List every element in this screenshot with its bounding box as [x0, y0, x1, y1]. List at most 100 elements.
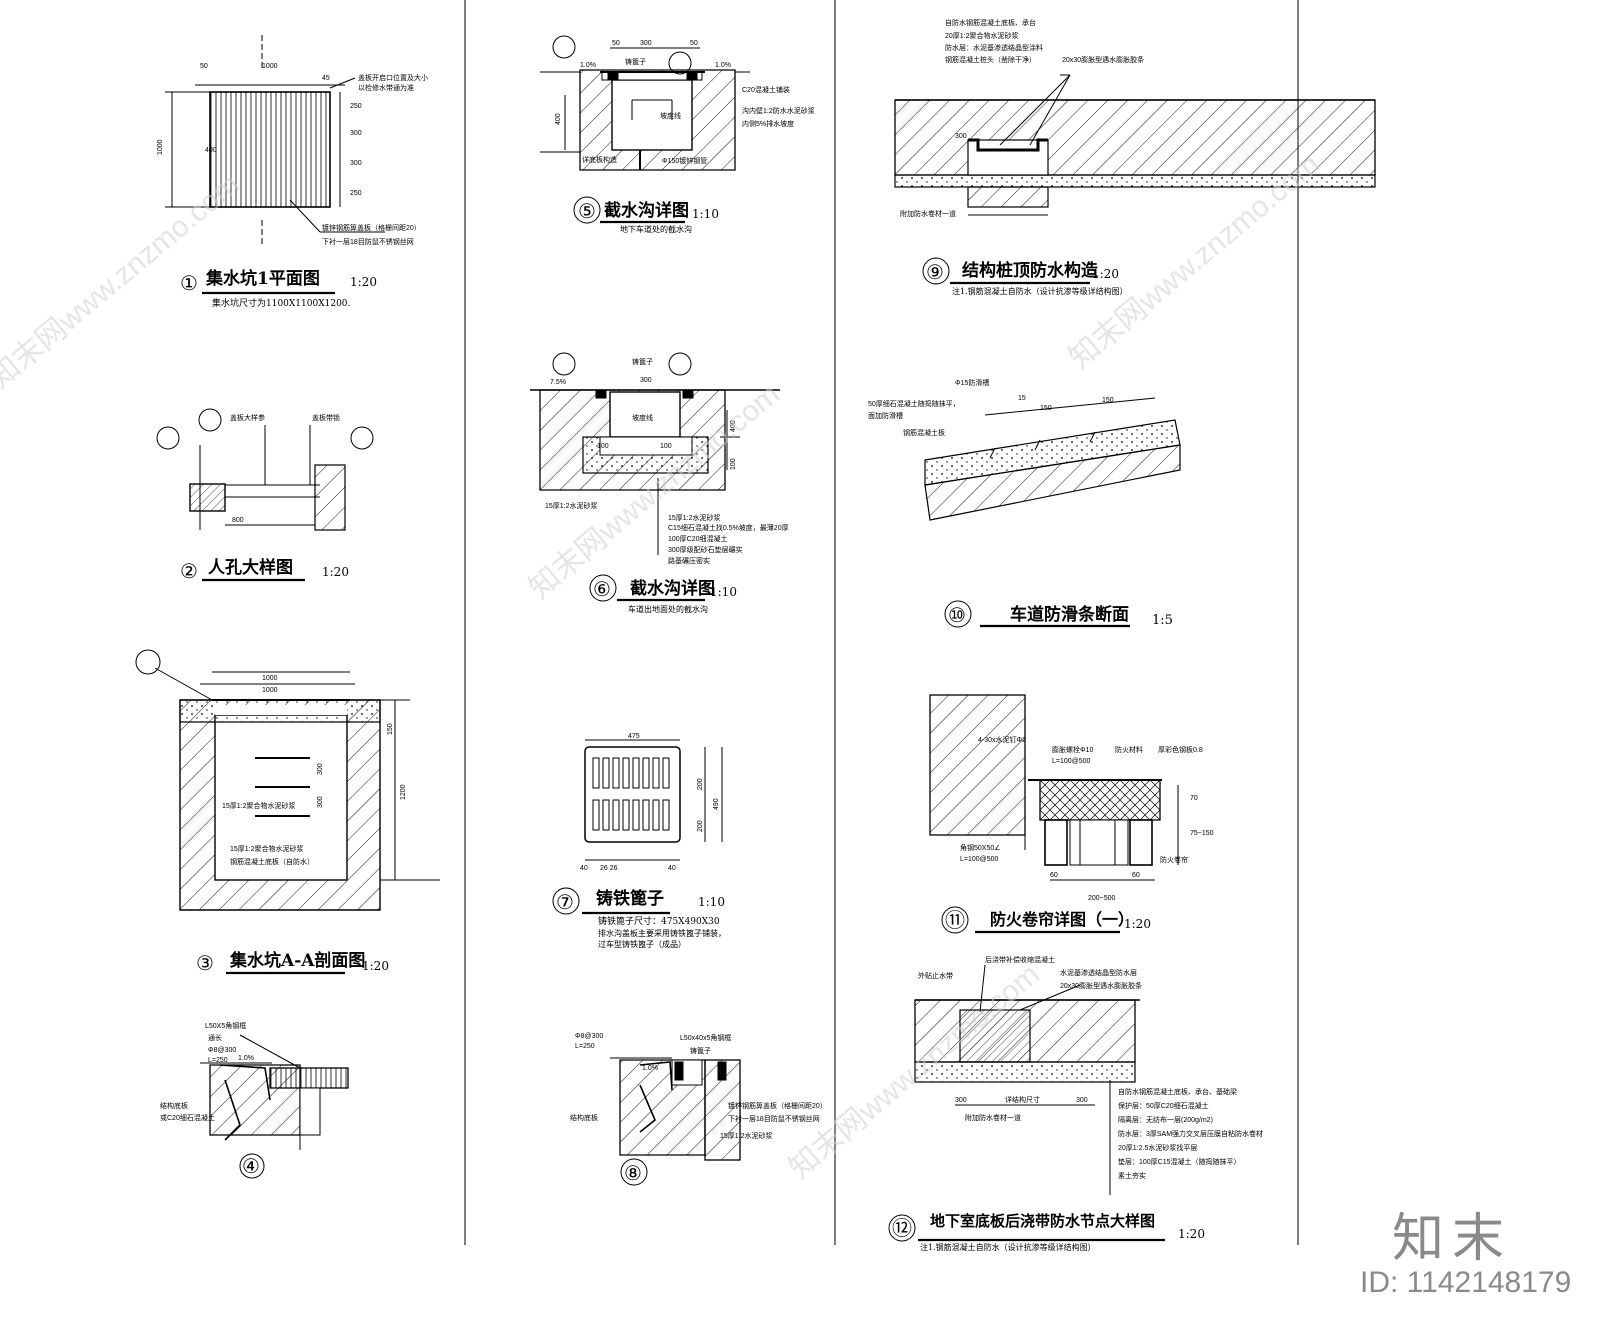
detail-3-section [135, 649, 440, 911]
annotation: 外贴止水带 [918, 971, 953, 980]
annotation: 通长 [208, 1033, 222, 1042]
dim-label: 250 [350, 190, 362, 197]
annotation: 20厚1:2.5水泥砂浆找平层 [1118, 1143, 1197, 1152]
annotation: 镀锌钢筋箅盖板（格栅间距20） [322, 223, 421, 232]
dim-label: 50 [200, 63, 208, 70]
detail-1-scale: 1:20 [350, 275, 377, 289]
detail-7-note: 铸铁篦子尺寸：475X490X30 [598, 915, 720, 927]
annotation: 1.0% [715, 62, 731, 69]
annotation: 盖板大样参 [230, 413, 265, 422]
detail-5-number: ⑤ [578, 199, 596, 223]
dim-label: 300 [317, 796, 324, 808]
dim-label: 150 [1102, 397, 1114, 404]
detail-1-note: 集水坑尺寸为1100X1100X1200. [212, 297, 351, 309]
annotation: 50厚细石混凝土随捣随抹平， [868, 399, 960, 408]
detail-12-number: ⑫ [892, 1216, 912, 1240]
detail-8 [610, 1057, 741, 1186]
detail-2-title: 人孔大样图 [208, 557, 293, 578]
watermark-logo: 知末 [1392, 1209, 1513, 1269]
annotation: 7.5% [550, 379, 566, 386]
detail-10 [924, 397, 1181, 628]
annotation: 铸篦子 [632, 357, 653, 366]
dim-label: 1000 [262, 675, 278, 682]
annotation: 或C20细石混凝土 [160, 1113, 215, 1122]
annotation: 后浇带补偿收缩混凝土 [985, 955, 1055, 964]
annotation: 300厚级配砂石垫层碾实 [668, 545, 743, 554]
dim-label: 26 26 [600, 865, 618, 872]
detail-12-scale: 1:20 [1178, 1227, 1205, 1241]
dim-label: 40 [668, 865, 676, 872]
annotation: 20厚1:2聚合物水泥砂浆 [945, 31, 1019, 40]
dim-label: 50 [612, 40, 620, 47]
annotation: 下衬一层18目防鼠不锈钢丝网 [728, 1114, 820, 1123]
detail-4 [200, 1034, 349, 1179]
annotation: 1.0% [238, 1055, 254, 1062]
dim-label: 300 [640, 377, 652, 384]
annotation: 防水层：3厚SAM强力交叉层压膜自粘防水卷材 [1118, 1129, 1263, 1138]
detail-10-title: 车道防滑条断面 [1010, 604, 1129, 625]
dim-label: 250 [350, 103, 362, 110]
detail-3-title: 集水坑A-A剖面图 [229, 950, 365, 971]
annotation: 15厚1:2水泥砂浆 [720, 1131, 773, 1140]
annotation: 隔离层：无纺布一层(200g/m2) [1118, 1115, 1213, 1124]
dim-label: 300 [955, 1097, 967, 1104]
annotation: 4-30x水泥钉Φ2 [978, 735, 1026, 744]
detail-9 [894, 74, 1376, 285]
annotation: 20x30膨胀型遇水膨胀胶条 [1062, 55, 1144, 64]
annotation: C20混凝土铺装 [742, 85, 790, 94]
annotation: 结构底板 [160, 1101, 188, 1110]
detail-12 [888, 964, 1140, 1242]
annotation: 水泥基渗透结晶型防水层 [1060, 968, 1137, 977]
annotation: L50x40x5角钢框 [680, 1033, 731, 1042]
annotation: Φ8@300 [208, 1047, 236, 1054]
annotation: 详底板构造 [582, 155, 617, 164]
detail-5-note: 地下车道处的截水沟 [620, 224, 692, 234]
dim-label: 200 [697, 820, 704, 832]
detail-10-scale: 1:5 [1152, 613, 1173, 628]
detail-7-note-3: 过车型铸铁篦子（成品） [598, 939, 686, 949]
annotation: L=250 [575, 1043, 595, 1050]
annotation: L=250 [208, 1057, 228, 1064]
dim-label: 400 [730, 420, 737, 432]
annotation: 防水层：水泥基渗透结晶型涂料 [945, 43, 1043, 52]
annotation: 铸篦子 [690, 1046, 711, 1055]
annotation: 角钢50X50∠ [960, 843, 1001, 852]
detail-3-scale: 1:20 [362, 959, 389, 973]
dim-label: 1000 [262, 687, 278, 694]
detail-9-scale: 1:20 [1092, 267, 1119, 281]
dim-label: 100 [660, 443, 672, 450]
dim-label: 200~500 [1088, 895, 1116, 902]
annotation: 1.0% [580, 62, 596, 69]
annotation: 20x30膨胀型遇水膨胀胶条 [1060, 981, 1142, 990]
dim-label: 100 [597, 443, 609, 450]
annotation: 素土夯实 [1118, 1171, 1146, 1180]
detail-3-number: ③ [196, 951, 214, 975]
dim-label: 300 [350, 160, 362, 167]
detail-7-scale: 1:10 [698, 895, 725, 909]
detail-6-scale: 1:10 [710, 585, 737, 599]
annotation: 钢筋混凝土底板（自防水） [230, 857, 314, 866]
detail-9-title: 结构桩顶防水构造 [962, 260, 1099, 281]
detail-8-number: ⑧ [624, 1161, 642, 1185]
dim-label: 详结构尺寸 [1005, 1095, 1040, 1104]
dim-label: 200 [697, 778, 704, 790]
annotation: L=100@500 [1052, 758, 1091, 765]
annotation: 自防水钢筋混凝土底板、承台 [945, 18, 1036, 27]
detail-4-number: ④ [242, 1154, 260, 1178]
dim-label: 1200 [400, 784, 407, 800]
dim-label: 400 [555, 113, 562, 125]
annotation: 自防水钢筋混凝土底板、承台、基础梁 [1118, 1087, 1237, 1096]
annotation: L50X5角钢框 [205, 1021, 246, 1030]
annotation: 附加防水卷材一道 [900, 209, 956, 218]
dim-label: 100 [730, 458, 737, 470]
annotation: Φ150镀锌钢管 [662, 156, 707, 165]
dim-label: 300 [955, 133, 967, 140]
annotation: 下衬一层18目防鼠不锈钢丝网 [322, 237, 414, 246]
dim-label: 45 [322, 75, 330, 82]
dim-label: 400 [205, 147, 217, 154]
detail-7-grate [552, 739, 723, 915]
dim-label: 50 [690, 40, 698, 47]
detail-9-note: 注1.钢筋混凝土自防水（设计抗渗等级详结构图） [952, 286, 1128, 296]
annotation: 沟内壁1:2防水水泥砂浆 [742, 106, 815, 115]
